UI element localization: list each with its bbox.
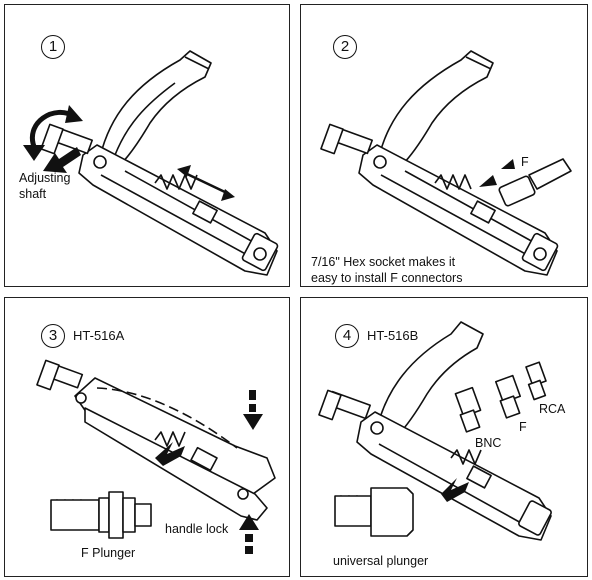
- step-number-badge: 4: [335, 324, 359, 348]
- f-plunger-label: F Plunger: [81, 546, 136, 560]
- hex-socket-note: 7/16" Hex socket makes it: [311, 255, 456, 269]
- f-connector-label: F: [519, 420, 527, 434]
- f-connector-label: F: [521, 155, 529, 169]
- step-2-panel: 2 F 7/16" Hex socket makes it easy to in…: [300, 4, 588, 287]
- adjusting-shaft-label: Adjusting: [19, 171, 71, 185]
- step-3-panel: 3 HT-516A handle lock F Pl: [4, 297, 290, 577]
- handle-lock-label: handle lock: [165, 522, 229, 536]
- crimp-tool-illustration: [36, 359, 276, 554]
- bnc-connector-label: BNC: [475, 436, 502, 450]
- adjusting-shaft-label-line2: shaft: [19, 187, 47, 201]
- rca-connector-label: RCA: [539, 402, 566, 416]
- step-4-panel: 4 HT-516B BNC F R: [300, 297, 588, 577]
- crimp-tool-illustration: [318, 321, 552, 541]
- model-label: HT-516B: [367, 328, 419, 343]
- step-1-panel: 1 Adju: [4, 4, 290, 287]
- crimp-tool-illustration: [23, 50, 279, 276]
- step-number-badge: 1: [41, 35, 65, 59]
- universal-plunger-label: universal plunger: [333, 554, 429, 568]
- model-label: HT-516A: [73, 328, 125, 343]
- crimp-tool-illustration: [320, 50, 572, 276]
- hex-socket-note-line2: easy to install F connectors: [311, 271, 463, 285]
- step-number-badge: 3: [41, 324, 65, 348]
- step-number-badge: 2: [333, 35, 357, 59]
